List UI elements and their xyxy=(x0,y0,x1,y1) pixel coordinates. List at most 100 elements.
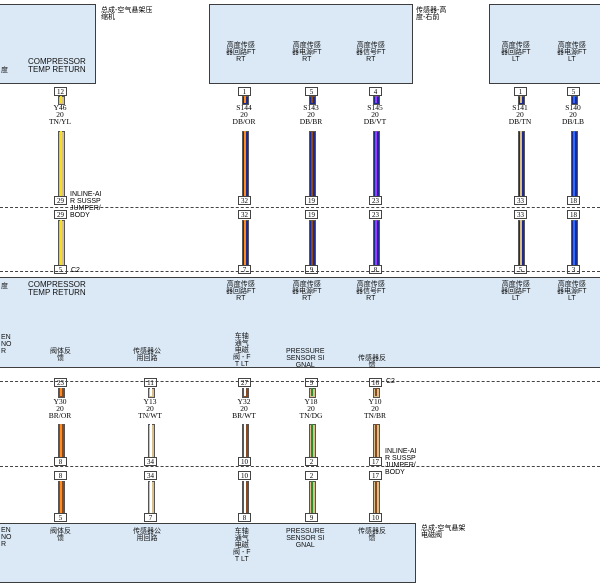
connector-pin: 5 xyxy=(567,87,580,96)
inline-pin-a: 34 xyxy=(144,457,157,466)
lf-sensor-return-label: 高度传感 器回路FT LT xyxy=(501,42,531,63)
wire-stripe xyxy=(311,96,313,103)
bottom-axle-vent-label: 车轴 通气 电磁 阀 - F T LT xyxy=(233,528,251,563)
wire-stripe xyxy=(375,388,377,396)
inline-pin-a: 33 xyxy=(514,196,527,205)
connector-pin: 27 xyxy=(238,378,251,387)
wire-stripe xyxy=(520,96,522,103)
wire-stripe xyxy=(573,131,575,196)
wire-code-label: Y30 20 BR/OR xyxy=(48,397,72,420)
wire-stripe xyxy=(311,388,313,396)
mid-sensor-common-label: 传感器公 用回路 xyxy=(133,348,161,362)
connector-pin-bottom: 9 xyxy=(305,265,318,274)
wire-stripe xyxy=(573,96,575,103)
solenoid-component-title: 总成-空气悬架 电磁阀 xyxy=(421,525,466,539)
rf-sensor-component-title: 传感器-高 度-右前 xyxy=(416,7,447,21)
wire-stripe xyxy=(150,481,152,513)
inline-pin-b: 8 xyxy=(54,471,67,480)
connector-pin-bottom: 7 xyxy=(144,513,157,522)
wire-stripe xyxy=(150,388,152,396)
rf-sensor-return-label: 高度传感 器回路FT RT xyxy=(226,42,256,63)
mid-pressure-signal-label: PRESSURE SENSOR SI GNAL xyxy=(286,348,325,369)
inline-pin-b: 32 xyxy=(238,210,251,219)
connector-pin-bottom: 5 xyxy=(54,513,67,522)
wire-stripe xyxy=(375,96,377,103)
wire-stripe xyxy=(311,220,313,265)
wire-stripe xyxy=(573,220,575,265)
inline-jumper-note-top: INLINE-AI R SUSSP JUMPER/ BODY xyxy=(70,191,102,219)
connector-pin-bottom: 5 xyxy=(514,265,527,274)
connector-pin: 11 xyxy=(144,378,157,387)
compressor-left-fragment: 度 xyxy=(1,67,8,74)
connector-pin-bottom: 10 xyxy=(369,513,382,522)
wire-code-label: S140 20 DB/LB xyxy=(561,103,585,126)
connector-pin-bottom: 8 xyxy=(238,513,251,522)
wire-stripe xyxy=(375,220,377,265)
wire-stripe xyxy=(150,424,152,457)
mid-sensor-feedback-label: 传感器反 馈 xyxy=(358,355,386,369)
compressor-connector-box xyxy=(0,4,96,84)
inline-pin-b: 10 xyxy=(238,471,251,480)
connector-pin: 12 xyxy=(54,87,67,96)
inline-connector-boundary-top xyxy=(0,207,600,208)
inline-pin-a: 19 xyxy=(305,196,318,205)
wire-stripe xyxy=(520,131,522,196)
wire-stripe xyxy=(244,388,246,396)
inline-pin-b: 23 xyxy=(369,210,382,219)
wire-stripe xyxy=(60,96,62,103)
mid-lf-power-label: 高度传感 器电源FT LT xyxy=(557,281,587,302)
rf-sensor-signal-label: 高度传感 器信号FT RT xyxy=(356,42,386,63)
c2-note-bottom: C2 xyxy=(386,378,395,385)
air-suspension-module-box xyxy=(0,277,600,368)
connector-pin-bottom: 5 xyxy=(54,265,67,274)
inline-pin-a: 10 xyxy=(238,457,251,466)
wire-stripe xyxy=(311,131,313,196)
wire-code-label: Y46 20 TN/YL xyxy=(48,103,72,126)
inline-pin-b: 33 xyxy=(514,210,527,219)
wire-stripe xyxy=(375,131,377,196)
lf-sensor-power-label: 高度传感 器电源FT LT xyxy=(557,42,587,63)
wire-stripe xyxy=(60,424,62,457)
wire-code-label: S143 20 DB/BR xyxy=(299,103,323,126)
inline-pin-b: 18 xyxy=(567,210,580,219)
connector-pin: 1 xyxy=(238,87,251,96)
wire-code-label: Y32 20 BR/WT xyxy=(232,397,256,420)
inline-pin-b: 17 xyxy=(369,471,382,480)
wire-stripe xyxy=(244,131,246,196)
inline-pin-a: 29 xyxy=(54,196,67,205)
wire-stripe xyxy=(244,424,246,457)
bottom-sensor-feedback-label: 传感器反 馈 xyxy=(358,528,386,542)
mid-rf-power-label: 高度传感 器电源FT RT xyxy=(292,281,322,302)
wire-stripe xyxy=(520,220,522,265)
rf-height-sensor-box xyxy=(209,4,413,84)
compressor-temp-return-label: COMPRESSOR TEMP RETURN xyxy=(28,57,86,74)
wire-code-label: Y13 20 TN/WT xyxy=(138,397,162,420)
wire-code-label: S145 20 DB/VT xyxy=(363,103,387,126)
compressor-component-title: 总成-空气悬架压 缩机 xyxy=(101,7,153,21)
inline-pin-b: 2 xyxy=(305,471,318,480)
mid-lf-return-label: 高度传感 器回路FT LT xyxy=(501,281,531,302)
inline-connector-boundary-bottom xyxy=(0,466,600,467)
mid-left-fragment: 度 xyxy=(1,283,8,290)
wire-stripe xyxy=(60,481,62,513)
mid-left-lines: EN NO R xyxy=(1,334,12,355)
mid-rf-return-label: 高度传感 器回路FT RT xyxy=(226,281,256,302)
inline-pin-a: 23 xyxy=(369,196,382,205)
connector-pin: 23 xyxy=(54,378,67,387)
wire-stripe xyxy=(244,96,246,103)
lf-height-sensor-box xyxy=(489,4,600,84)
rf-sensor-power-label: 高度传感 器电源FT RT xyxy=(292,42,322,63)
wire-stripe xyxy=(60,388,62,396)
connector-pin-bottom: 8 xyxy=(369,265,382,274)
connector-pin: 5 xyxy=(305,87,318,96)
connector-pin-bottom: 7 xyxy=(238,265,251,274)
wire-code-label: S144 20 DB/OR xyxy=(232,103,256,126)
bottom-left-lines: EN NO R xyxy=(1,527,12,548)
inline-pin-b: 34 xyxy=(144,471,157,480)
wire-stripe xyxy=(244,481,246,513)
mid-valve-feedback-label: 阀体反 馈 xyxy=(50,348,71,362)
connector-pin: 1 xyxy=(514,87,527,96)
bottom-sensor-common-label: 传感器公 用回路 xyxy=(133,528,161,542)
wire-code-label: S141 20 DB/TN xyxy=(508,103,532,126)
inline-pin-a: 32 xyxy=(238,196,251,205)
